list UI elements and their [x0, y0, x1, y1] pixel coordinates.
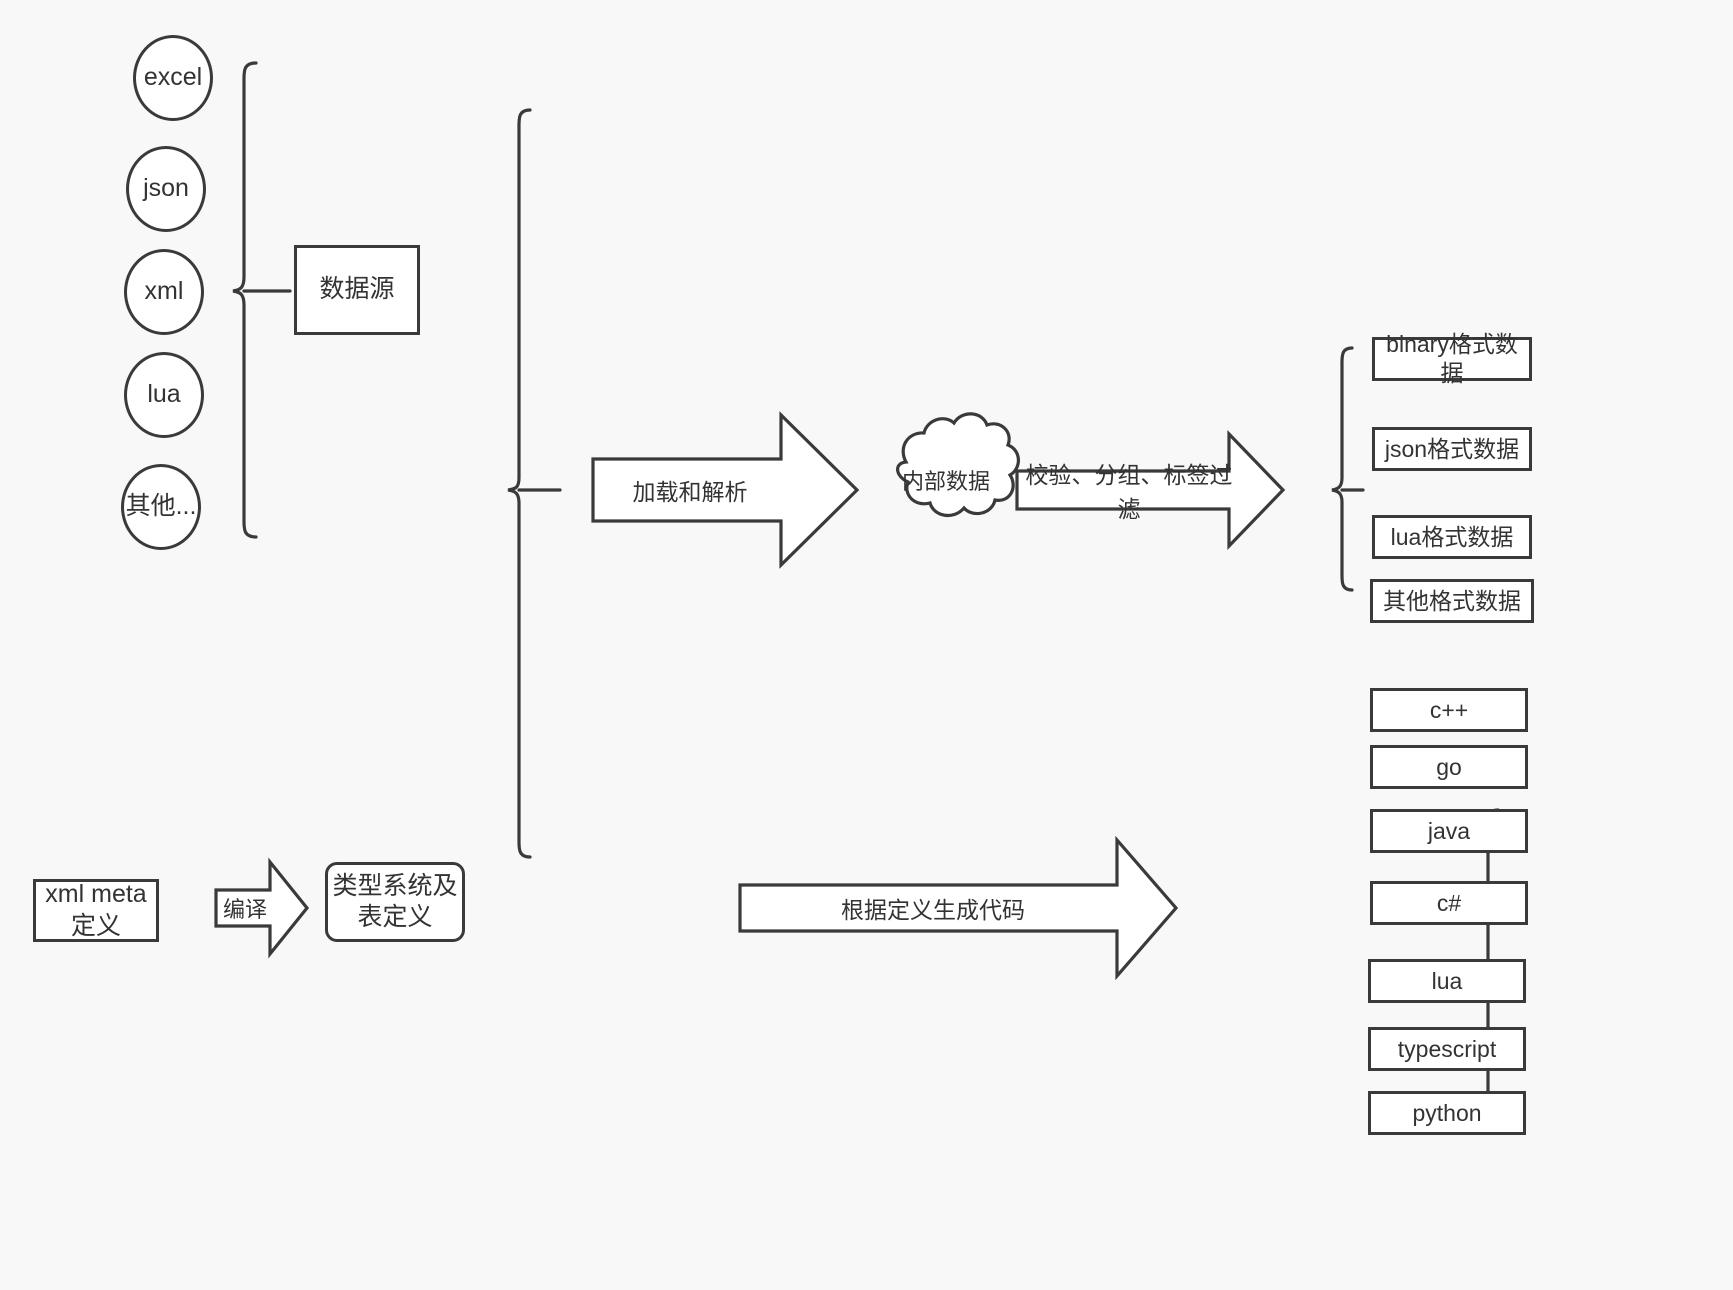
- output-format-binary-label: binary格式数据: [1386, 331, 1518, 386]
- language-box-csharp-label: c#: [1436, 889, 1462, 916]
- language-box-typescript[interactable]: typescript: [1368, 1027, 1526, 1071]
- language-box-lua[interactable]: lua: [1368, 959, 1526, 1003]
- pipeline-input-brace: [507, 108, 562, 859]
- source-node-xml-label: xml: [144, 277, 184, 306]
- source-node-lua-label: lua: [147, 380, 181, 409]
- compile-arrow-label: 编译: [222, 897, 267, 922]
- validate-filter-arrow-label: 校验、分组、标签过滤: [1025, 462, 1233, 522]
- language-box-python-label: python: [1412, 1099, 1482, 1126]
- data-source-box-label: 数据源: [319, 275, 395, 304]
- source-node-json[interactable]: json: [126, 146, 206, 232]
- type-system-label: 类型系统及表定义: [332, 871, 458, 931]
- data-format-brace: [1331, 346, 1365, 592]
- load-parse-arrow: [591, 411, 860, 569]
- language-box-lua-label: lua: [1431, 967, 1463, 994]
- source-node-xml[interactable]: xml: [124, 249, 204, 335]
- source-node-lua[interactable]: lua: [124, 352, 204, 438]
- output-format-lua-label: lua格式数据: [1390, 523, 1514, 550]
- output-format-json-label: json格式数据: [1384, 435, 1520, 462]
- output-format-other[interactable]: 其他格式数据: [1370, 579, 1534, 623]
- source-node-other[interactable]: 其他...: [121, 464, 201, 550]
- language-box-typescript-label: typescript: [1397, 1035, 1497, 1062]
- load-parse-arrow-label: 加载和解析: [632, 479, 748, 505]
- source-node-other-label: 其他...: [125, 492, 197, 521]
- generate-code-arrow-label: 根据定义生成代码: [841, 897, 1025, 923]
- output-format-other-label: 其他格式数据: [1383, 587, 1521, 614]
- language-box-cpp[interactable]: c++: [1370, 688, 1528, 732]
- sources-brace: [232, 61, 292, 539]
- internal-data-cloud-label: 内部数据: [901, 469, 990, 494]
- language-box-csharp[interactable]: c#: [1370, 881, 1528, 925]
- data-source-box[interactable]: 数据源: [294, 245, 420, 335]
- compile-arrow: [214, 857, 310, 959]
- language-box-java-label: java: [1427, 817, 1471, 844]
- output-format-lua[interactable]: lua格式数据: [1372, 515, 1532, 559]
- language-box-go-label: go: [1436, 753, 1462, 780]
- source-node-excel[interactable]: excel: [133, 35, 213, 121]
- source-node-excel-label: excel: [143, 63, 203, 92]
- source-node-json-label: json: [143, 174, 189, 203]
- xml-meta-definition-label: xml meta定义: [45, 880, 147, 940]
- xml-meta-definition-box[interactable]: xml meta定义: [33, 879, 159, 942]
- generate-code-arrow: [738, 835, 1179, 981]
- language-box-go[interactable]: go: [1370, 745, 1528, 789]
- type-system-box[interactable]: 类型系统及表定义: [325, 862, 465, 942]
- output-format-json[interactable]: json格式数据: [1372, 427, 1532, 471]
- language-box-python[interactable]: python: [1368, 1091, 1526, 1135]
- validate-filter-arrow: [1015, 430, 1286, 550]
- output-format-binary[interactable]: binary格式数据: [1372, 331, 1532, 386]
- language-box-cpp-label: c++: [1429, 696, 1469, 723]
- language-box-java[interactable]: java: [1370, 809, 1528, 853]
